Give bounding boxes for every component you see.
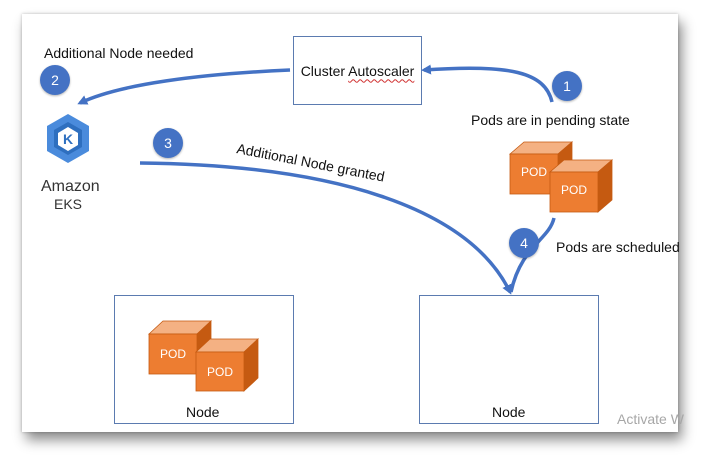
pod-label: POD [160, 347, 186, 361]
label-node-left: Node [186, 404, 220, 420]
pod-label: POD [561, 183, 587, 197]
arrow-pending-to-autoscaler [421, 64, 554, 103]
activate-windows-watermark: Activate W [617, 411, 684, 427]
label-pods-scheduled: Pods are scheduled [556, 239, 680, 255]
cluster-autoscaler-label: Cluster Autoscaler [300, 62, 415, 79]
arrow-autoscaler-to-eks [77, 68, 291, 105]
arrow-eks-to-node [139, 161, 512, 295]
pod-label: POD [521, 165, 547, 179]
eks-hexagon-icon: K [47, 114, 89, 163]
cluster-autoscaler-box: Cluster Autoscaler [293, 36, 422, 105]
pod-cube-pending-2: POD [548, 159, 614, 213]
node-box-right [419, 295, 599, 424]
step-badge-4: 4 [509, 228, 539, 258]
eks-amazon-text: Amazon [41, 178, 100, 195]
step-badge-2: 2 [40, 65, 70, 95]
label-pods-pending: Pods are in pending state [471, 112, 630, 128]
step-badge-1: 1 [552, 71, 582, 101]
eks-glyph: K [63, 131, 73, 147]
step-badge-3: 3 [153, 128, 183, 158]
pod-cube-node-2: POD [194, 338, 260, 392]
label-additional-node-needed: Additional Node needed [44, 45, 194, 61]
eks-name-text: EKS [54, 196, 83, 212]
pod-label: POD [207, 365, 233, 379]
label-node-right: Node [492, 404, 526, 420]
